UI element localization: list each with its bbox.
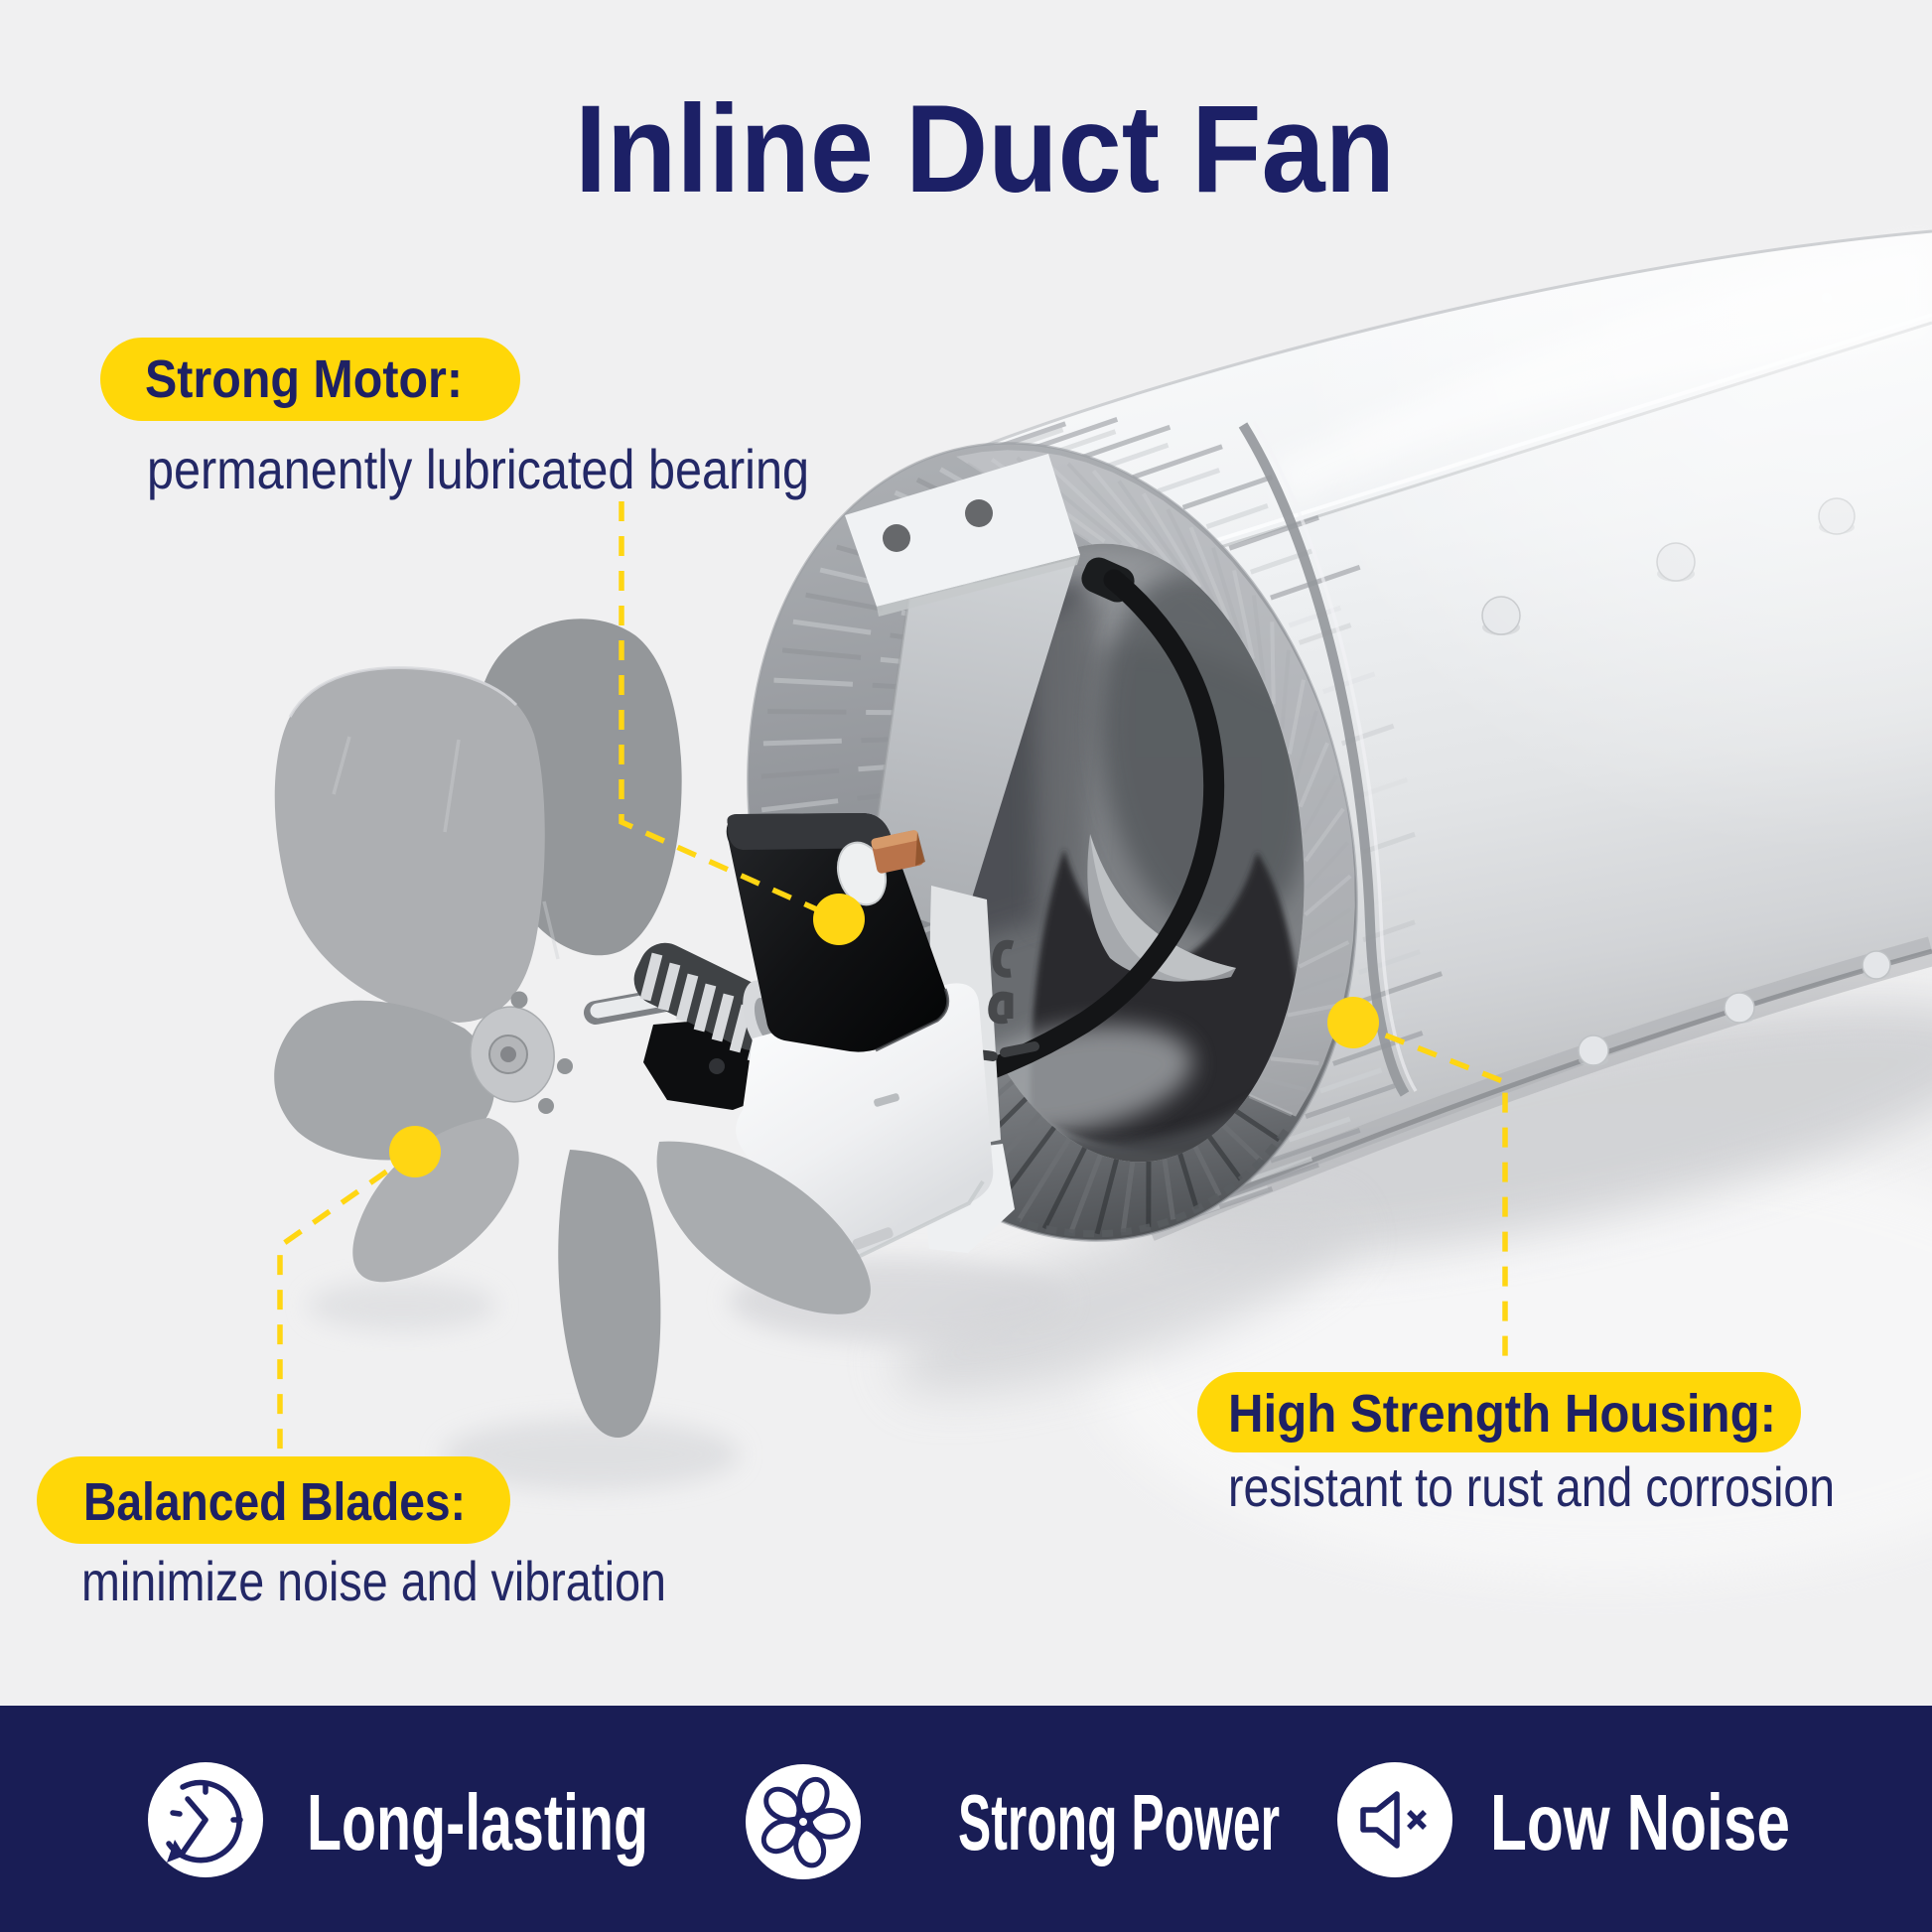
svg-text:Balanced Blades:: Balanced Blades:: [83, 1472, 466, 1532]
svg-text:resistant to rust and corrosio: resistant to rust and corrosion: [1228, 1455, 1835, 1518]
svg-text:Strong Power: Strong Power: [958, 1778, 1280, 1866]
svg-text:Strong Motor:: Strong Motor:: [145, 349, 463, 409]
svg-text:minimize noise and vibration: minimize noise and vibration: [81, 1550, 666, 1612]
svg-text:Long-lasting: Long-lasting: [307, 1778, 648, 1866]
svg-text:Low Noise: Low Noise: [1490, 1778, 1790, 1866]
svg-text:Inline Duct Fan: Inline Duct Fan: [575, 80, 1395, 218]
svg-text:permanently lubricated bearing: permanently lubricated bearing: [147, 438, 809, 500]
svg-text:High Strength Housing:: High Strength Housing:: [1228, 1384, 1776, 1444]
